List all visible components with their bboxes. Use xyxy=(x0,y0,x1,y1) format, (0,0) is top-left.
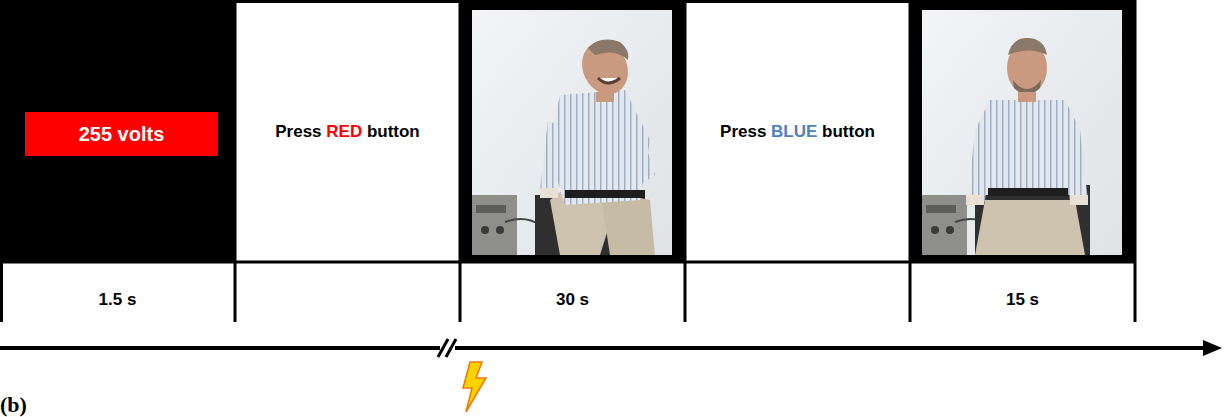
duration-label: 1.5 s xyxy=(0,290,235,310)
duration-label: 15 s xyxy=(910,290,1135,310)
shock-bolt xyxy=(463,362,486,412)
node-text: Press RED button xyxy=(275,122,420,142)
timeline-arrow xyxy=(0,339,1222,357)
voltage-box: 255 volts xyxy=(25,112,218,156)
black-panel xyxy=(910,0,1135,262)
white-panel xyxy=(685,0,910,262)
instruction-panel: Press BLUE button xyxy=(686,3,909,261)
panel-label: (b) xyxy=(0,392,40,417)
white-panel xyxy=(235,0,460,262)
node-text: 255 volts xyxy=(79,123,165,146)
instruction-panel: Press RED button xyxy=(236,3,459,261)
photo-calm xyxy=(922,10,1122,255)
black-panel xyxy=(0,0,235,262)
photo-shock xyxy=(472,10,672,255)
grid-lines xyxy=(0,0,1135,322)
black-panel xyxy=(460,0,685,262)
duration-label: 30 s xyxy=(460,290,685,310)
node-text: Press BLUE button xyxy=(720,122,875,142)
